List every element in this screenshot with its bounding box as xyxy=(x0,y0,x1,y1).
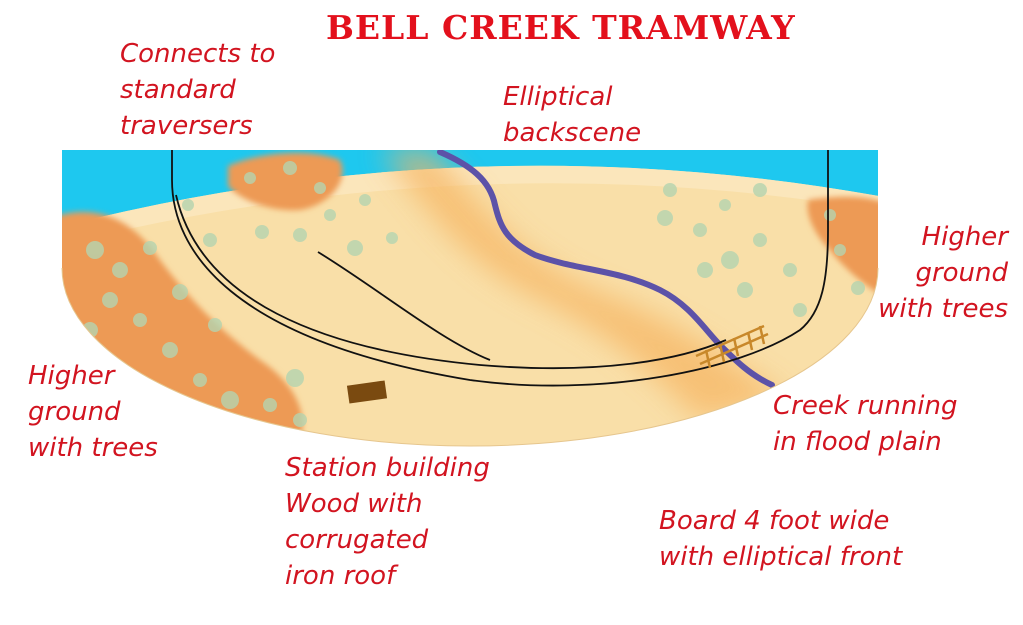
label-line: with trees xyxy=(28,433,158,463)
label-connects-traversers: Connects to standard traversers xyxy=(120,36,275,144)
baseboard xyxy=(62,150,878,446)
label-board-size: Board 4 foot wide with elliptical front xyxy=(659,503,902,575)
station-building xyxy=(346,380,388,404)
label-line: Higher xyxy=(921,222,1008,252)
label-line: with elliptical front xyxy=(659,542,903,572)
label-line: with trees xyxy=(878,294,1008,324)
label-line: Connects to xyxy=(120,39,276,69)
label-line: traversers xyxy=(120,111,253,141)
label-line: iron roof xyxy=(285,561,396,591)
label-higher-ground-left: Higher ground with trees xyxy=(28,358,158,466)
label-creek: Creek running in flood plain xyxy=(773,388,958,460)
label-station-building: Station building Wood with corrugated ir… xyxy=(285,450,490,594)
higher-ground-top xyxy=(228,152,343,211)
label-line: Wood with xyxy=(285,489,423,519)
label-line: corrugated xyxy=(285,525,429,555)
horizon-haze xyxy=(62,165,878,250)
label-line: standard xyxy=(120,75,236,105)
label-line: Board 4 foot wide xyxy=(659,506,890,536)
creek-bridge xyxy=(695,324,769,369)
label-higher-ground-right: Higher ground with trees xyxy=(878,219,1008,327)
label-elliptical-backscene: Elliptical backscene xyxy=(503,79,641,151)
label-line: in flood plain xyxy=(773,427,942,457)
label-line: ground xyxy=(28,397,121,427)
label-line: backscene xyxy=(503,118,642,148)
label-line: Elliptical xyxy=(503,82,613,112)
label-line: Higher xyxy=(28,361,115,391)
label-line: ground xyxy=(915,258,1008,288)
trees xyxy=(82,161,865,427)
tracks xyxy=(171,150,829,387)
label-line: Creek running xyxy=(773,391,958,421)
board-edge xyxy=(61,267,879,447)
track-siding xyxy=(317,251,491,361)
label-line: Station building xyxy=(285,453,490,483)
track-main xyxy=(171,150,829,387)
diagram-title: BELL CREEK TRAMWAY xyxy=(326,8,796,47)
track-loop xyxy=(175,194,727,370)
